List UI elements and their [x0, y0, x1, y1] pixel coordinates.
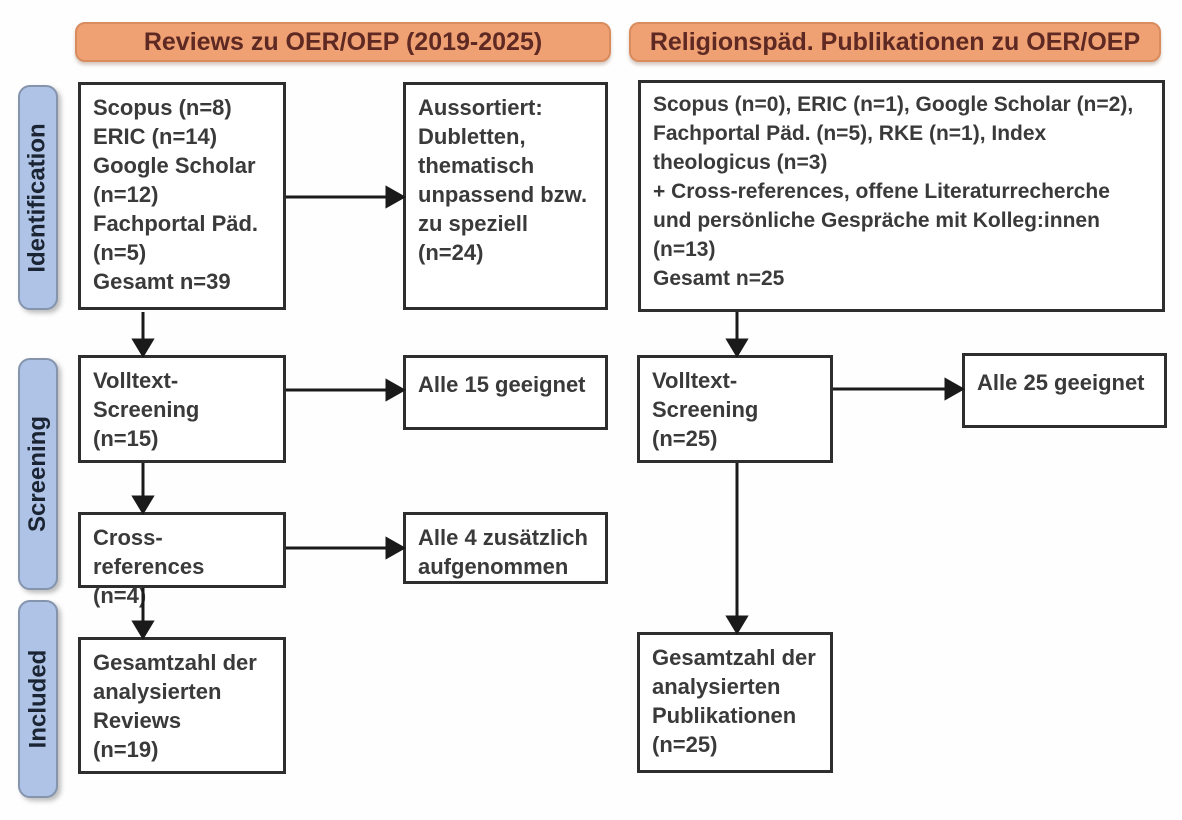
box-publications-fulltext-result: Alle 25 geeignet	[962, 353, 1167, 428]
arrow-publications-sources-to-fulltext	[725, 312, 749, 358]
arrow-reviews-fulltext-to-result	[286, 378, 407, 402]
header-reviews-strand: Reviews zu OER/OEP (2019-2025)	[75, 22, 611, 62]
phase-label-screening: Screening	[18, 358, 58, 590]
phase-label-included: Included	[18, 600, 58, 798]
box-reviews-excluded: Aussortiert: Dubletten, thematisch unpas…	[403, 82, 608, 310]
box-publications-sources: Scopus (n=0), ERIC (n=1), Google Scholar…	[638, 80, 1165, 312]
phase-label-identification: Identification	[18, 85, 58, 310]
box-publications-total-included: Gesamtzahl der analysierten Publikatione…	[637, 632, 833, 773]
box-reviews-sources: Scopus (n=8) ERIC (n=14) Google Scholar …	[78, 82, 286, 310]
arrow-reviews-sources-to-fulltext	[131, 312, 155, 358]
box-reviews-fulltext-screening: Volltext- Screening (n=15)	[78, 355, 286, 463]
arrow-reviews-sources-to-excluded	[286, 185, 407, 209]
phase-label-identification-text: Identification	[24, 122, 51, 273]
phase-label-screening-text: Screening	[24, 415, 52, 533]
box-reviews-fulltext-result: Alle 15 geeignet	[403, 355, 608, 430]
arrow-publications-fulltext-to-total	[725, 463, 749, 635]
box-publications-fulltext-screening: Volltext- Screening (n=25)	[637, 355, 833, 463]
arrow-publications-fulltext-to-result	[833, 377, 966, 401]
box-reviews-crossreferences: Cross-references (n=4)	[78, 512, 286, 608]
header-religionspaed-strand: Religionspäd. Publikationen zu OER/OEP	[629, 22, 1161, 62]
arrow-reviews-fulltext-to-crossref	[131, 463, 155, 515]
box-reviews-total-included: Gesamtzahl der analysierten Reviews (n=1…	[78, 637, 286, 774]
box-reviews-crossref-result: Alle 4 zusätzlich aufgenommen	[403, 512, 608, 584]
arrow-reviews-crossref-to-result	[286, 536, 407, 560]
phase-label-included-text: Included	[24, 649, 52, 749]
